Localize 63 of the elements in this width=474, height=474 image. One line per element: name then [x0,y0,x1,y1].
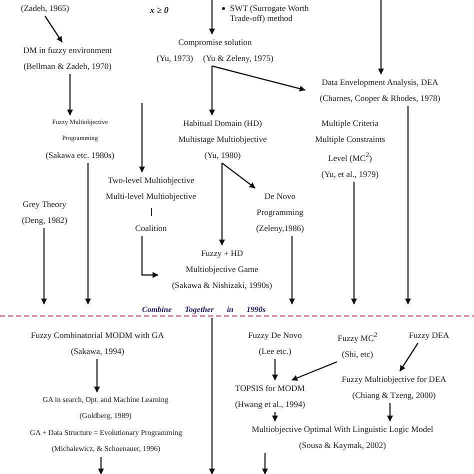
citation-text: (Lee etc.) [258,345,292,358]
method-label: Two-level Multiobjective [106,174,196,187]
citation-text: (Sakawa etc. 1980s) [44,149,116,162]
method-label: Data Envelopment Analysis, DEA [320,76,440,89]
arrow [222,162,256,188]
list-item-text: SWT (Surrogate Worth Trade-off) method [230,3,310,23]
method-label: Fuzzy MC$^{2}$ [336,330,378,345]
citation-text: (Sakawa & Nishizaki, 1990s) [170,279,274,292]
arrow [139,103,145,173]
method-label: DM in fuzzy environment [22,44,113,57]
arrow [272,359,278,381]
method-label: Multiple Criteria Multiple Constraints Level (MC$^{2}$) [314,117,386,165]
citation-text: (Shi, etc) [340,348,374,361]
citation-text: (Yu, 1980) [203,149,242,162]
citation-text: (Bellman & Zadeh, 1970) [22,60,112,73]
arrow [400,342,418,372]
arrow [41,228,47,305]
arrow [209,66,215,116]
citation-text: (Yu, et al., 1979) [320,168,380,181]
arrow [291,361,338,381]
citation-text: (Yu & Zeleny, 1975) [203,52,274,65]
arrow [219,163,225,246]
method-label: De Novo Programming [256,190,304,219]
method-label: Fuzzy Multiobjective for DEA [340,373,448,386]
citation-text: (Deng, 1982) [20,214,68,227]
math-constraint: x ≥ 0 [150,5,168,15]
arrow [44,16,62,42]
arrow [405,106,411,305]
method-label: TOPSIS for MODM [234,382,306,395]
method-label: Coalition [134,222,168,235]
citation-text: (Sousa & Kaymak, 2002) [298,439,387,452]
method-label: Compromise solution [177,36,253,49]
citation-text: (Charnes, Cooper & Rhodes, 1978) [318,92,442,105]
method-label: Fuzzy Combinatorial MODM with GA [30,329,166,342]
method-label: Multi-level Multiobjective [104,190,198,203]
arrow [209,0,215,35]
method-label: Multistage Multiobjective [177,133,268,146]
arrow [289,236,295,305]
arrow [272,412,278,422]
arrow [67,74,73,116]
arrow [209,318,215,474]
citation-text: (Yu, 1973) [156,52,194,65]
arrow [351,182,357,305]
method-label: Grey Theory [22,198,68,211]
citation-text: (Hwang et al., 1994) [234,398,306,411]
arrow [387,403,393,422]
citation-text: (Zadeh, 1965) [20,2,70,15]
method-label: Habitual Domain (HD) [182,117,263,130]
citation-text: (Sakawa, 1994) [70,345,126,358]
arrow [378,0,384,75]
citation-text: (Chiang & Tzeng, 2000) [351,389,437,402]
arrow [141,236,159,278]
method-label: Multiobjective Optimal With Linguistic Logic Model [250,423,434,436]
arrow [212,65,306,92]
arrow [98,457,104,474]
citation-text: (Zeleny,1986) [255,222,305,235]
method-label: Fuzzy + HD Multiobjective Game [184,247,260,276]
method-label: Fuzzy DEA [408,329,450,342]
arrow [262,453,268,474]
arrow [85,163,91,305]
method-label: Fuzzy De Novo [247,329,303,342]
arrow [94,359,100,393]
section-label: Combine Together in 1990s [140,304,268,315]
